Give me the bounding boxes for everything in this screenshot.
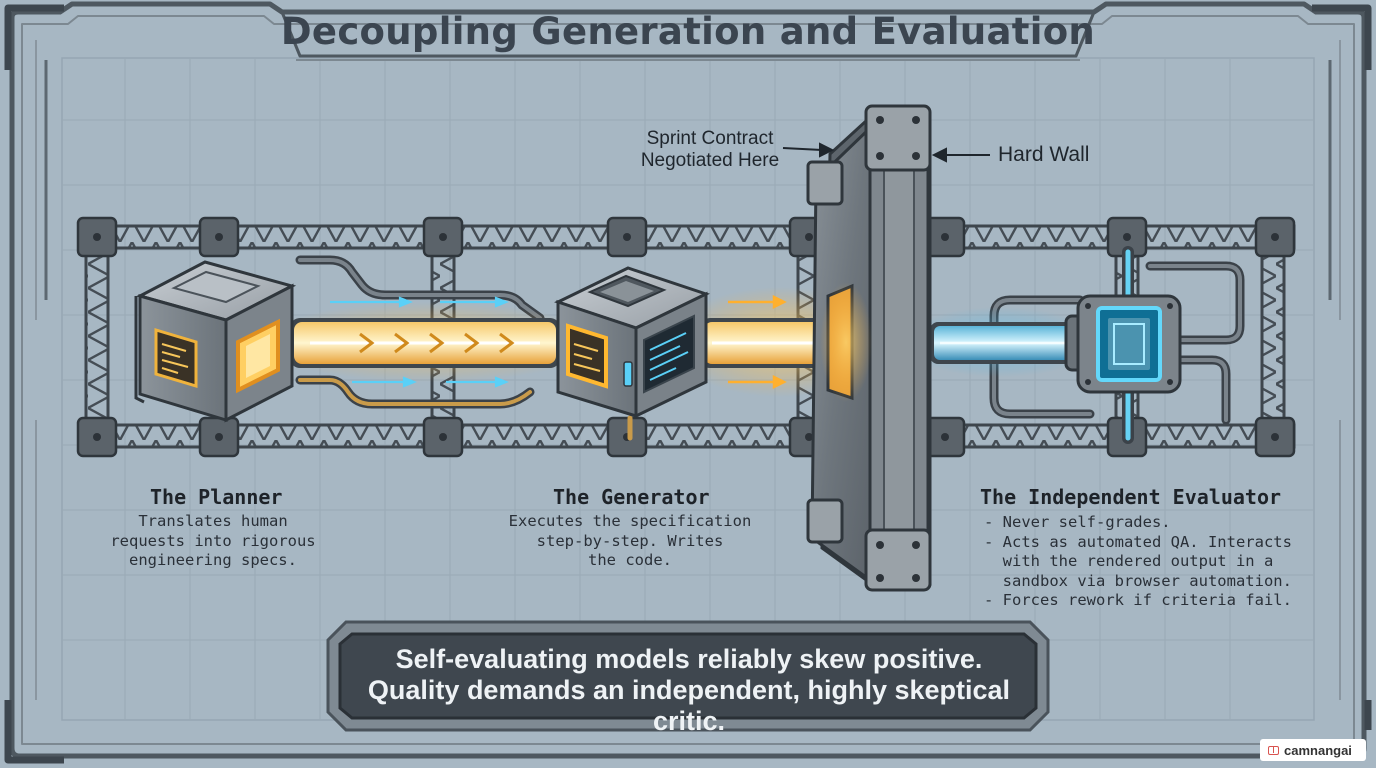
truss-frame [76,216,1296,458]
description-line: Executes the specification [508,512,752,530]
list-item: - Acts as automated QA. Interacts [984,532,1292,551]
amber-beam-1 [260,296,600,388]
generator-description: Executes the specification step-by-step.… [500,512,760,571]
generator-cube [554,266,710,419]
list-item: sandbox via browser automation. [984,571,1292,590]
description-line: requests into rigorous [110,531,316,550]
banner-message: Self-evaluating models reliably skew pos… [342,644,1036,737]
book-icon [1268,745,1279,755]
hard-wall-callout: Hard Wall [998,143,1090,166]
banner-line: Quality demands an independent, highly s… [367,675,1011,736]
list-item: - Forces rework if criteria fail. [984,591,1292,609]
planner-cube [134,260,297,423]
callout-line: Sprint Contract [646,128,774,149]
sprint-contract-callout: Sprint Contract Negotiated Here [612,128,808,172]
callout-line: Negotiated Here [640,150,780,171]
evaluator-bullets: - Never self-grades. - Acts as automated… [984,513,1292,611]
page-title: Decoupling Generation and Evaluation [280,10,1096,53]
outer-frame [4,1,1372,764]
cyan-beam [900,307,1100,377]
hard-wall [806,104,932,592]
banner-plate [326,620,1050,732]
list-item: with the rendered output in a [984,552,1274,570]
banner-line: Self-evaluating models reliably skew pos… [395,644,983,674]
description-line: the code. [588,551,672,569]
description-line: Translates human [138,512,288,530]
watermark-badge[interactable]: camnangai [1260,739,1366,761]
list-item: - Never self-grades. [984,513,1171,531]
description-line: step-by-step. Writes [536,531,724,550]
planner-description: Translates human requests into rigorous … [103,512,323,571]
description-line: engineering specs. [129,551,297,569]
generator-title: The Generator [553,485,710,509]
evaluator-title: The Independent Evaluator [980,485,1282,509]
planner-title: The Planner [150,485,283,509]
badge-label: camnangai [1284,742,1352,758]
callout-arrows [782,142,990,163]
evaluator-node [1064,294,1182,394]
